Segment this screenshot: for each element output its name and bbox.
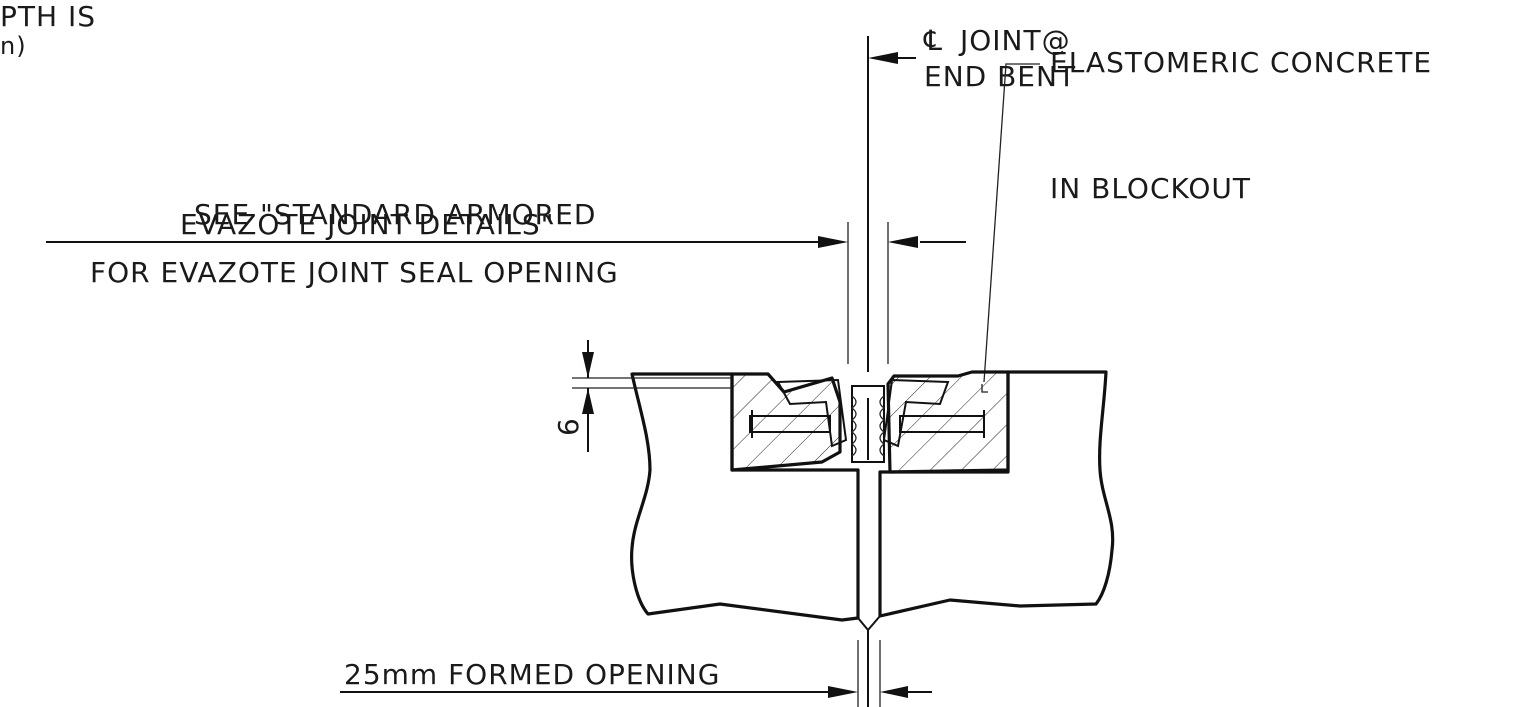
evazote-arrow-right xyxy=(888,236,918,248)
seal-scallop-right xyxy=(879,395,886,457)
elastomeric-label-line2: IN BLOCKOUT xyxy=(1050,172,1251,205)
centerline-label-line2: END BENT xyxy=(924,60,1076,93)
evazote-arrow-left xyxy=(818,236,848,248)
joint-bottom-notch xyxy=(857,615,881,632)
right-armor-angle xyxy=(882,378,950,448)
seal-scallop-left xyxy=(850,395,857,457)
dim6-arrow-top xyxy=(582,352,594,378)
right-blockout-hatch xyxy=(888,372,1008,472)
dimension-6-label: 6 xyxy=(552,417,585,436)
see-label-line3: FOR EVAZOTE JOINT SEAL OPENING xyxy=(90,256,619,289)
left-anchor-stud xyxy=(749,415,831,433)
elastomeric-mark xyxy=(981,384,988,393)
right-deck-slab xyxy=(878,370,1115,618)
centerline-label-line1: JOINT@ xyxy=(958,24,1071,57)
formed-opening-label: 25mm FORMED OPENING xyxy=(344,658,720,691)
left-blockout-hatch xyxy=(732,374,840,470)
see-label-line2: EVAZOTE JOINT DETAILS" xyxy=(180,208,554,241)
dim6-arrow-bottom xyxy=(582,388,594,414)
formed-arrow-right xyxy=(880,686,908,698)
centerline-arrow xyxy=(868,52,898,64)
elastomeric-leader xyxy=(983,63,1040,383)
left-armor-angle xyxy=(776,378,848,448)
corner-label-line2: n) xyxy=(0,32,27,60)
see-label-line1: SEE "STANDARD ARMORED xyxy=(194,198,596,231)
left-deck-slab xyxy=(630,372,860,622)
right-blockout xyxy=(886,370,1010,474)
centerline-symbol: ℄ xyxy=(923,24,943,57)
formed-arrow-left xyxy=(828,686,858,698)
corner-label-line1: PTH IS xyxy=(0,0,96,33)
elastomeric-label-line1: ELASTOMERIC CONCRETE xyxy=(1050,46,1432,79)
evazote-seal xyxy=(851,385,885,463)
